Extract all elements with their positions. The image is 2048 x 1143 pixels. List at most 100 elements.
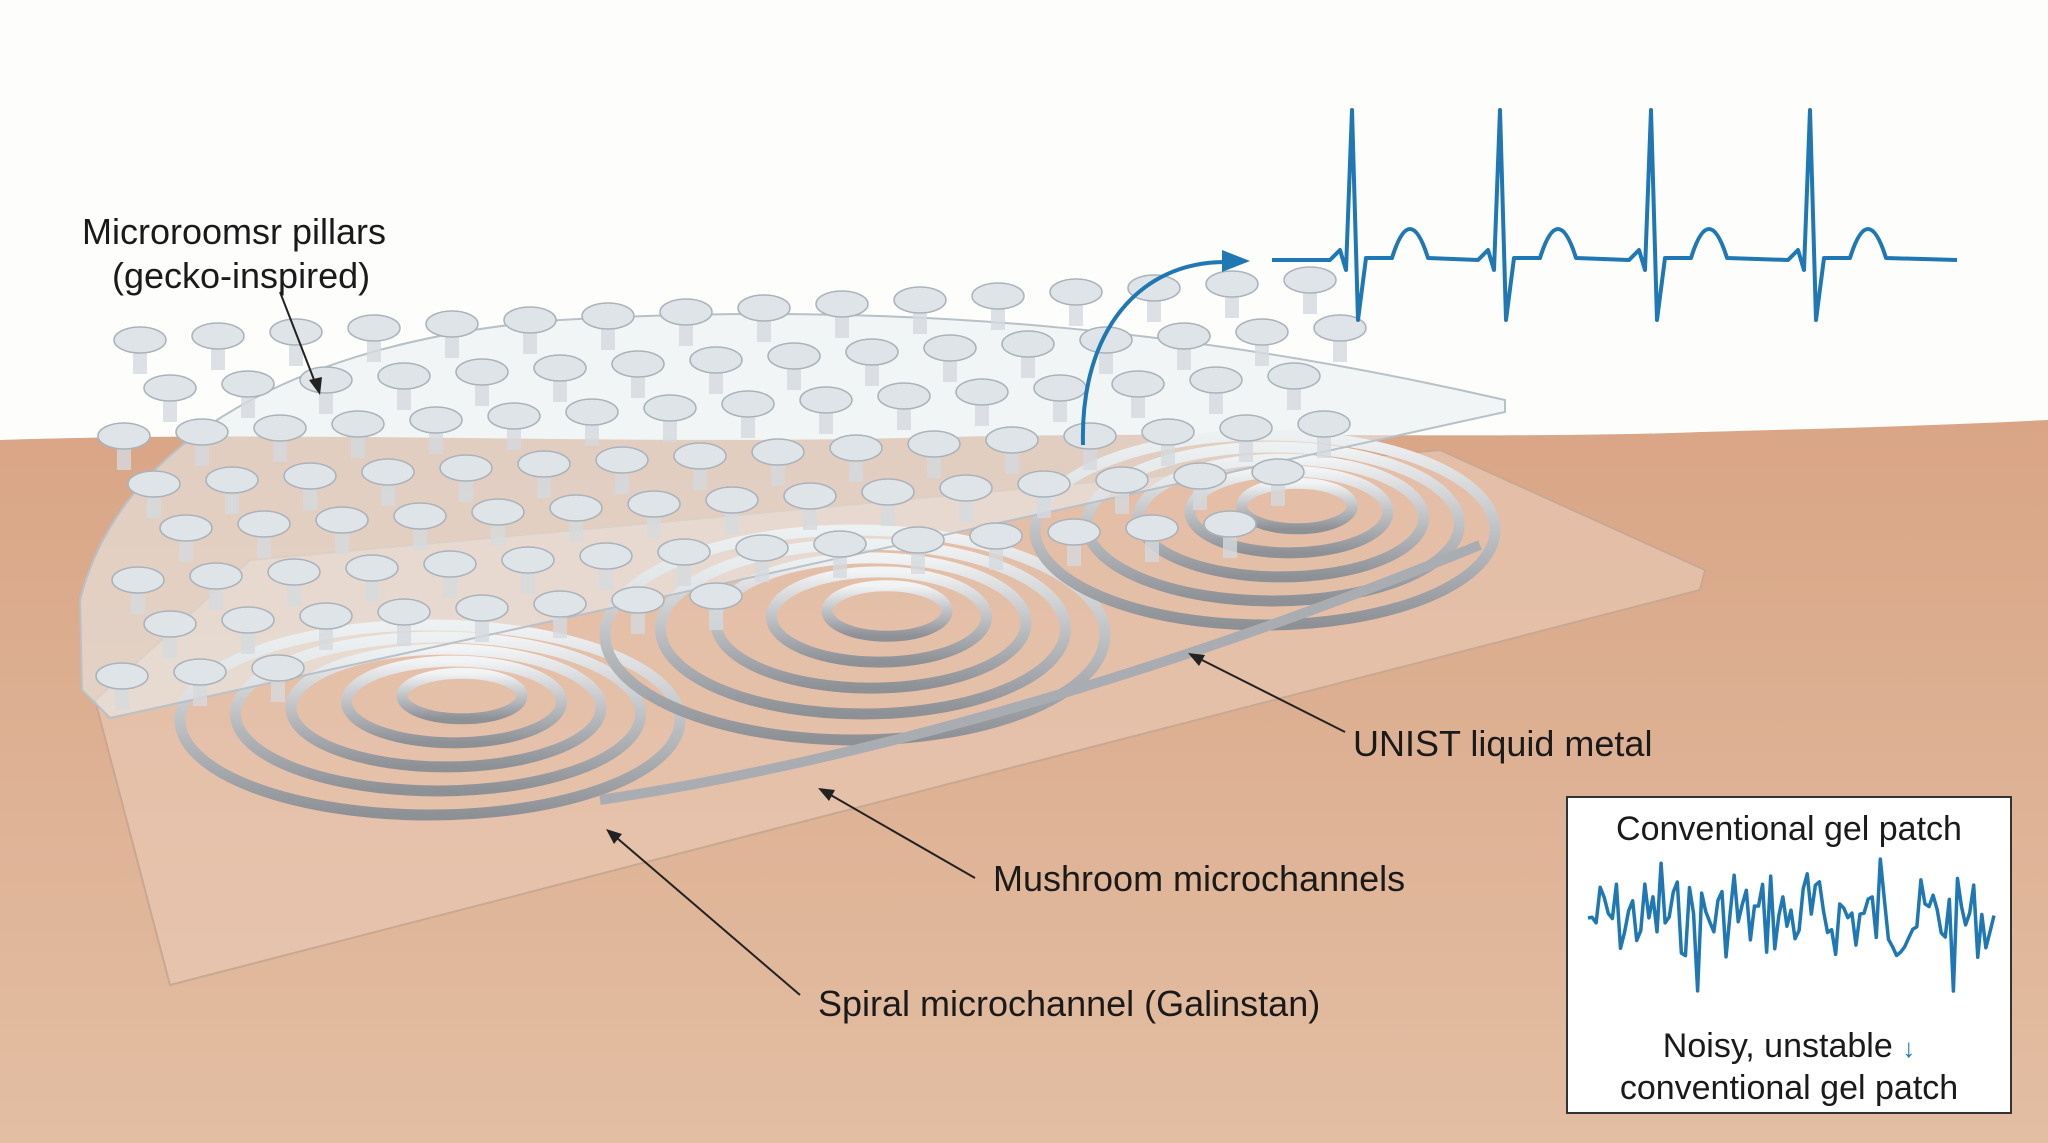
ecg-signal: [1272, 108, 1958, 322]
pillar: [581, 302, 635, 350]
pillar: [345, 554, 399, 602]
pillar: [191, 322, 245, 370]
pillar: [643, 394, 697, 442]
micro-pillars: [95, 266, 1367, 710]
pillar: [113, 326, 167, 374]
pillar: [737, 294, 791, 342]
pillar: [1189, 366, 1243, 414]
pillar: [861, 478, 915, 526]
pillar: [455, 358, 509, 406]
pillar: [1001, 330, 1055, 378]
spiral-label: Spiral microchannel (Galinstan): [818, 983, 1321, 1024]
pillar: [1205, 270, 1259, 318]
pillar: [813, 530, 867, 578]
pillar: [673, 442, 727, 490]
pillar: [969, 522, 1023, 570]
pillar: [237, 510, 291, 558]
down-arrow-icon: ↓: [1902, 1033, 1916, 1063]
pillars-label-line1: Microroomsr pillars: [82, 211, 387, 252]
pillars-label-line2: (gecko-inspired): [112, 255, 371, 296]
pillar: [1095, 466, 1149, 514]
leader-lines: [279, 291, 1346, 996]
pillar: [971, 282, 1025, 330]
pillar: [361, 458, 415, 506]
pillar: [173, 658, 227, 706]
pillar: [1219, 414, 1273, 462]
pillar: [1141, 418, 1195, 466]
pillar: [1017, 470, 1071, 518]
pillar: [377, 362, 431, 410]
pillar: [1235, 318, 1289, 366]
pillar: [331, 410, 385, 458]
pillar: [315, 506, 369, 554]
pillar: [611, 350, 665, 398]
pillar: [689, 582, 743, 630]
pillar: [455, 594, 509, 642]
pillar: [1173, 462, 1227, 510]
pillar: [549, 494, 603, 542]
spiral-turn: [821, 580, 953, 642]
pillar: [783, 482, 837, 530]
pillar: [393, 502, 447, 550]
pillar: [253, 414, 307, 462]
pillar: [95, 662, 149, 710]
pillar: [923, 334, 977, 382]
pillar: [891, 526, 945, 574]
pillar: [221, 370, 275, 418]
pillar: [439, 454, 493, 502]
pillar: [425, 310, 479, 358]
pillar: [251, 654, 305, 702]
caption-line1: Noisy, unstable: [1662, 1027, 1893, 1065]
arrow-head: [1222, 250, 1250, 272]
pillar: [1313, 314, 1367, 362]
pillar: [409, 406, 463, 454]
pillar: [689, 346, 743, 394]
pillar: [221, 606, 275, 654]
pillar: [97, 422, 151, 470]
pillar: [1063, 422, 1117, 470]
pillar: [1297, 410, 1351, 458]
pillar: [533, 590, 587, 638]
pillar: [939, 474, 993, 522]
spiral-turn: [766, 566, 992, 668]
spiral-turn: [285, 643, 607, 773]
pillar: [1111, 370, 1165, 418]
pillar: [877, 382, 931, 430]
pillar: [657, 538, 711, 586]
curved-arrow: [1080, 260, 1226, 446]
pillar: [347, 314, 401, 362]
pillar: [1047, 518, 1101, 566]
pillar: [127, 470, 181, 518]
inset-title: Conventional gel patch: [1616, 810, 1962, 848]
pillar: [721, 390, 775, 438]
pillar: [143, 610, 197, 658]
pillar: [517, 450, 571, 498]
spiral-turn: [1236, 477, 1358, 535]
pillar: [159, 514, 213, 562]
pillar: [845, 338, 899, 386]
pillar: [767, 342, 821, 390]
pillar: [893, 286, 947, 334]
pillar: [189, 562, 243, 610]
pillar: [1267, 362, 1321, 410]
pillar: [1049, 278, 1103, 326]
pillar: [611, 586, 665, 634]
pillar: [565, 398, 619, 446]
mushroom-label: Mushroom microchannels: [993, 858, 1406, 899]
pillar: [487, 402, 541, 450]
pillar: [377, 598, 431, 646]
pillar: [267, 558, 321, 606]
conventional-patch-inset: Conventional gel patch Noisy, unstable ↓…: [1566, 796, 2012, 1114]
pillar: [1079, 326, 1133, 374]
pillar: [829, 434, 883, 482]
pillar: [471, 498, 525, 546]
pillar: [815, 290, 869, 338]
pillar: [1251, 458, 1305, 506]
pillar: [1125, 514, 1179, 562]
pillar: [1127, 274, 1181, 322]
pillar: [955, 378, 1009, 426]
noisy-signal: [1587, 857, 1996, 993]
pillar: [269, 318, 323, 366]
pillar: [111, 566, 165, 614]
